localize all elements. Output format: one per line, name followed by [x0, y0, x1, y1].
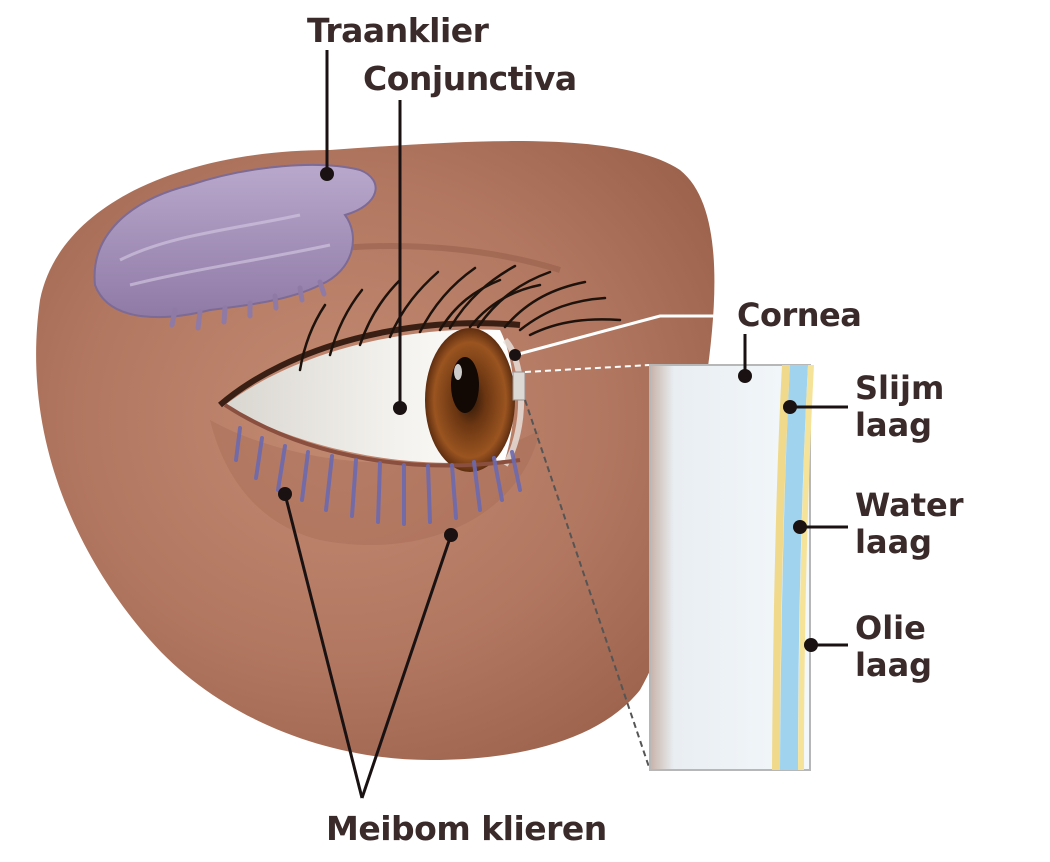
label-olie-laag-line2: laag: [855, 646, 933, 684]
lacrimal-gland: [93, 164, 377, 319]
label-water-laag-line2: laag: [855, 523, 933, 561]
label-conjunctiva: Conjunctiva: [363, 59, 577, 98]
leader-lines: [283, 50, 848, 799]
label-cornea: Cornea: [737, 296, 862, 334]
pupil: [451, 357, 479, 413]
label-slijm-laag: Slijm laag: [855, 370, 944, 444]
label-slijm-laag-line1: Slijm: [855, 369, 945, 407]
oil-layer: [798, 365, 814, 770]
tear-film-panel: [649, 364, 814, 771]
label-olie-laag-line1: Olie: [855, 609, 926, 647]
label-olie-laag: Olie laag: [855, 610, 932, 684]
label-water-laag: Water laag: [855, 487, 964, 561]
water-layer: [780, 365, 808, 770]
eyelashes: [298, 264, 622, 372]
label-water-laag-line1: Water: [855, 486, 964, 524]
label-traanklier: Traanklier: [307, 11, 489, 50]
label-meibom-klieren: Meibom klieren: [326, 809, 607, 848]
leader-dots: [278, 167, 818, 652]
mucus-layer: [772, 365, 790, 770]
label-slijm-laag-line2: laag: [855, 406, 933, 444]
meibomian-glands: [234, 426, 522, 526]
